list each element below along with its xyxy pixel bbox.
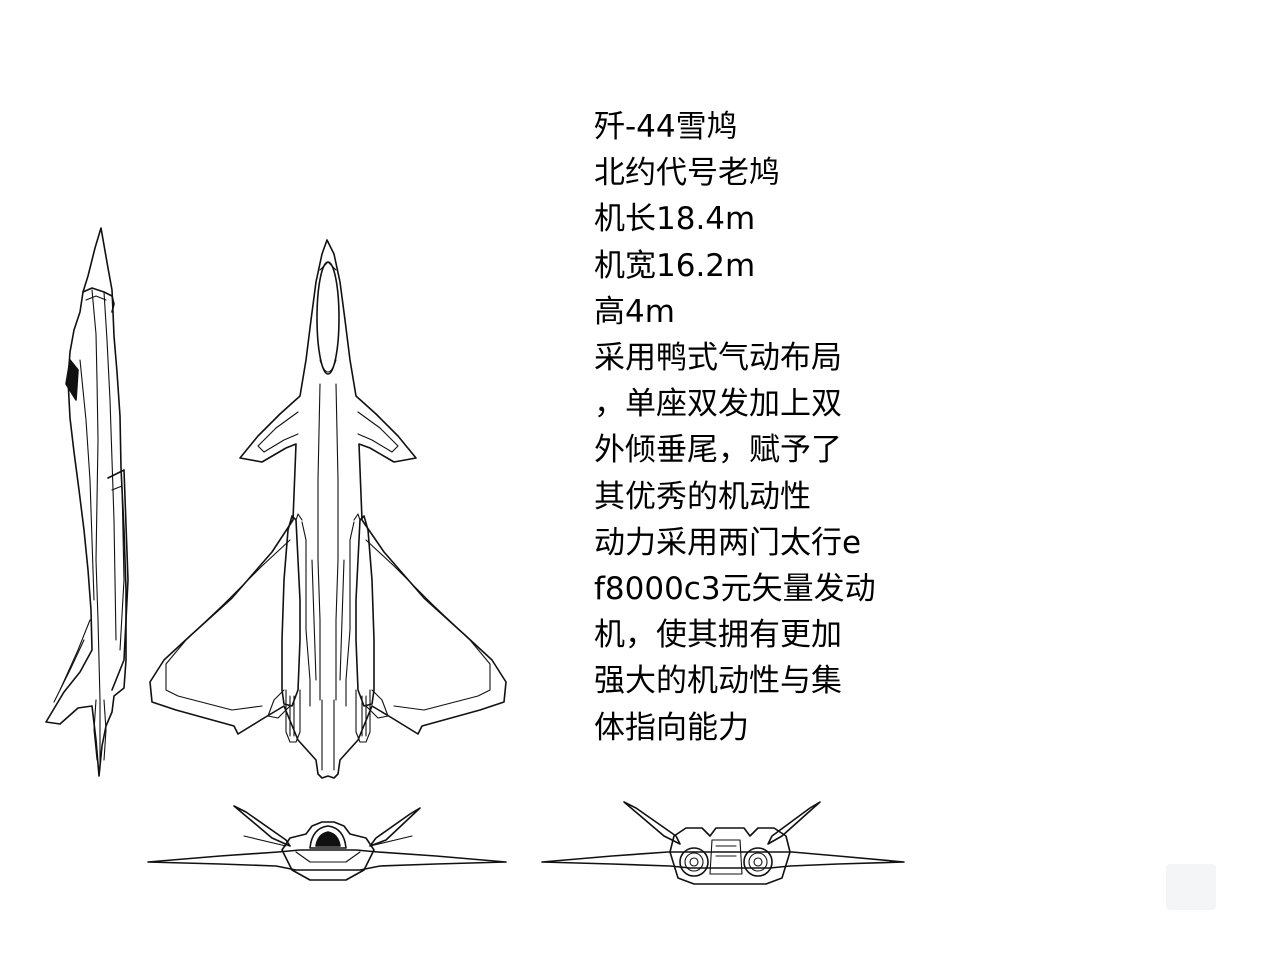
top-view (149, 239, 507, 779)
spec-line-description-8: 强大的机动性与集 (594, 663, 842, 700)
top-view-engine-right (355, 515, 375, 707)
rear-view-nozzle-right (743, 847, 773, 877)
side-view-canopy (82, 287, 115, 313)
top-view-nozzle-left (285, 689, 301, 743)
top-view-nozzle-right (355, 689, 371, 743)
side-view-intake (65, 359, 79, 401)
spec-line-description-7: 机，使其拥有更加 (594, 617, 842, 654)
top-view-tail-left (267, 689, 291, 719)
spec-line-description-6: f8000c3元矢量发动 (594, 571, 876, 608)
spec-line-description-2: ，单座双发加上双 (594, 386, 842, 423)
spec-line-description-5: 动力采用两门太行e (594, 524, 862, 561)
front-view-fuselage (281, 821, 375, 881)
spec-line-name: 歼-44雪鸠 (594, 109, 738, 145)
side-view-vertical-tail (107, 469, 129, 691)
spec-line-description-4: 其优秀的机动性 (594, 478, 811, 515)
corner-smudge (1166, 864, 1216, 910)
front-view-tail-right (369, 807, 421, 847)
spec-line-span: 机宽16.2m (594, 247, 756, 284)
spec-line-description-9: 体指向能力 (594, 709, 749, 746)
spec-line-description-3: 外倾垂尾，赋予了 (594, 432, 842, 469)
side-view (45, 227, 129, 777)
top-view-tail-right (365, 689, 389, 719)
rear-view-fuselage (669, 827, 791, 885)
top-view-engine-left (281, 515, 301, 707)
rear-view-nozzle-left (679, 847, 709, 877)
spec-line-description-1: 采用鸭式气动布局 (594, 340, 842, 377)
rear-view-tail-right (767, 801, 821, 845)
spec-text-block: 歼-44雪鸠 北约代号老鸠 机长18.4m 机宽16.2m 高4m 采用鸭式气动… (594, 104, 914, 751)
front-view-tail-left (233, 805, 291, 847)
front-view-wings (147, 849, 507, 871)
spec-line-nato-code: 北约代号老鸠 (594, 155, 780, 192)
top-view-canard-left (257, 411, 299, 453)
spec-line-height: 高4m (594, 293, 675, 330)
spec-line-length: 机长18.4m (594, 201, 756, 238)
top-view-canopy (316, 261, 340, 375)
top-view-planform (149, 239, 507, 779)
top-view-canard-right (357, 411, 399, 453)
rear-view (541, 801, 905, 885)
rear-view-tail-left (623, 801, 681, 845)
front-view (147, 805, 507, 881)
front-view-canopy (309, 825, 347, 849)
rear-view-wings (541, 851, 905, 869)
